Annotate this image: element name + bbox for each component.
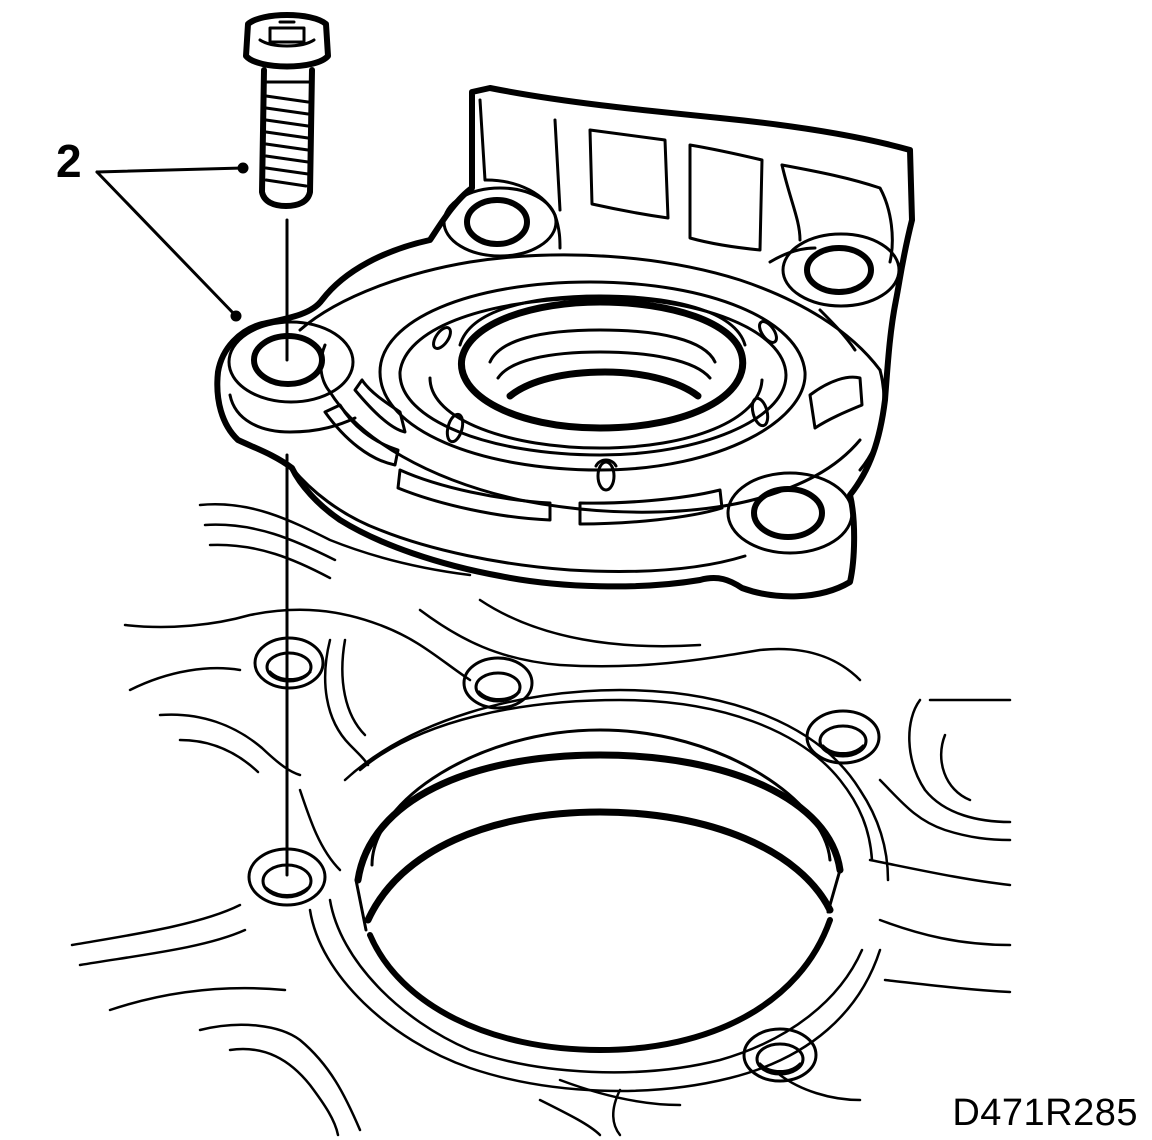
flange-boss-left [227,320,355,404]
callout-leader-lines [95,162,249,322]
callout-number: 2 [56,135,82,187]
housing-bolt-hole-bottom [742,1027,818,1083]
housing-bore [354,728,844,1053]
bearing-carrier-flange [214,85,915,600]
flange-boss-bottom-right [726,471,854,555]
flange-boss-top [442,186,558,258]
figure-code: D471R285 [952,1092,1138,1134]
housing-bolt-hole-right [805,709,881,765]
housing-bolt-hole-upper-left [253,636,325,690]
flange-screw [243,12,331,209]
housing-casting [70,503,1012,1137]
flange-boss-right [781,232,901,308]
housing-bolt-hole-upper-mid [462,656,534,710]
